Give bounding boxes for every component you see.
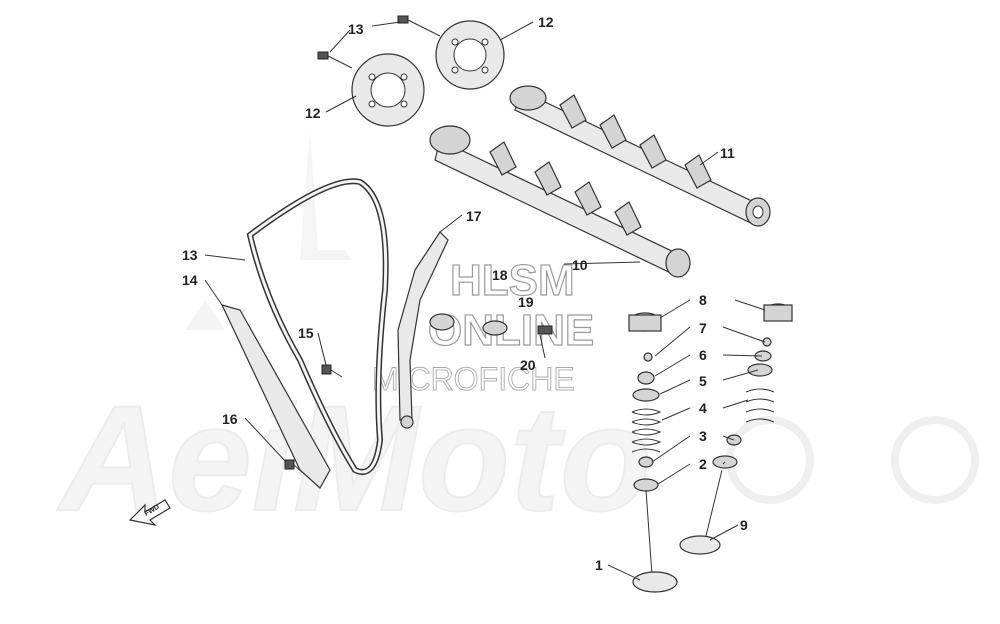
callout-labels: 13 12 12 11 10 17 13 14 15 16 18 19 20 8… bbox=[182, 14, 748, 573]
callout-16-upper: 15 bbox=[298, 325, 314, 341]
callout-15: 14 bbox=[182, 272, 198, 288]
sprocket-upper bbox=[435, 20, 505, 90]
callout-19: 19 bbox=[518, 294, 534, 310]
tensioner-parts bbox=[429, 313, 553, 336]
callout-14: 13 bbox=[182, 247, 198, 263]
callout-13: 13 bbox=[348, 21, 364, 37]
callout-1: 1 bbox=[595, 557, 603, 573]
watermark-hlsm: HLSM bbox=[450, 256, 575, 305]
callout-8: 8 bbox=[699, 292, 707, 308]
sprocket-bolts bbox=[317, 15, 441, 69]
camshaft-intake bbox=[429, 125, 691, 278]
leader-lines bbox=[204, 21, 766, 581]
callout-12-lower: 12 bbox=[305, 105, 321, 121]
callout-5: 5 bbox=[699, 373, 707, 389]
valve-train-exhaust bbox=[679, 303, 793, 555]
callout-10: 10 bbox=[572, 257, 588, 273]
callout-11: 11 bbox=[720, 145, 735, 161]
callout-4: 4 bbox=[699, 400, 707, 416]
timing-chain bbox=[246, 178, 389, 475]
watermark-online: ONLINE bbox=[428, 306, 594, 355]
guide-bolts bbox=[284, 364, 343, 473]
callout-3: 3 bbox=[699, 428, 707, 444]
callout-9: 9 bbox=[740, 517, 748, 533]
callout-7: 7 bbox=[699, 320, 707, 336]
callout-20: 20 bbox=[520, 357, 536, 373]
callout-16-lower: 16 bbox=[222, 411, 238, 427]
chain-tensioner-guide bbox=[220, 304, 331, 489]
callout-2: 2 bbox=[699, 456, 707, 472]
callout-6: 6 bbox=[699, 347, 707, 363]
sprocket-lower bbox=[351, 53, 425, 127]
callout-18: 18 bbox=[492, 267, 508, 283]
valve-train-intake bbox=[628, 312, 678, 593]
camshaft-exhaust bbox=[509, 85, 771, 227]
callout-12-upper: 12 bbox=[538, 14, 554, 30]
chain-guide bbox=[397, 231, 449, 429]
callout-17: 17 bbox=[466, 208, 482, 224]
